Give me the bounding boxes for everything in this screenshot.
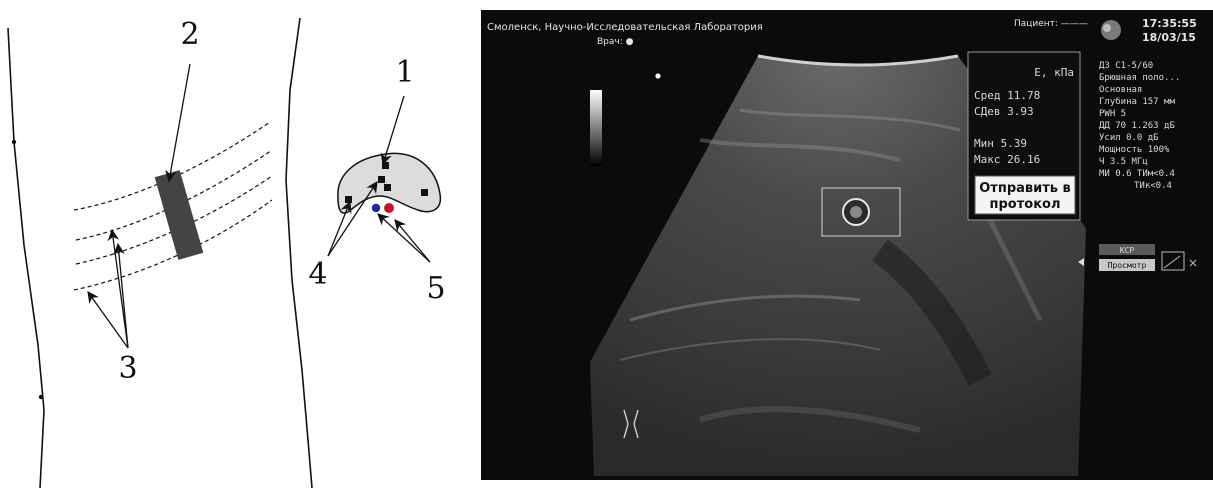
vessel-dot-red [384,203,394,213]
arrow-5b [395,220,430,262]
param-line: Мощность 100% [1099,145,1170,155]
label-4: 4 [308,257,327,292]
header-doctor: Врач: ● [597,37,634,47]
send-button-line-2: протокол [990,197,1061,212]
param-line: PWH 5 [1099,109,1126,119]
param-line: ДД 70 1.263 дБ [1099,121,1175,131]
label-2: 2 [180,17,199,52]
param-line: МИ 0.6 ТИм<0.4 [1099,169,1175,179]
schematic: 2 1 3 4 5 [8,17,446,488]
ksr-button[interactable]: КСР [1099,244,1155,255]
roi-point [384,184,391,191]
ksr-button-label: КСР [1120,246,1135,255]
param-line: Ч 3.5 МГц [1099,157,1148,167]
roi-point [421,189,428,196]
param-line: Основная [1099,85,1142,95]
measure-unit: E, кПа [1034,66,1074,79]
arrow-5a [378,214,430,262]
hospital-logo-icon [1101,20,1121,40]
roi-point [345,196,352,203]
marker-dot [655,73,660,78]
send-to-protocol-button[interactable]: Отправить в протокол [975,176,1075,214]
header-institution: Смоленск, Научно-Исследовательская Лабор… [487,22,763,33]
label-5: 5 [426,271,445,306]
param-line: Усил 0.0 дБ [1099,133,1159,143]
probe-block [155,170,204,260]
contour-dot-2 [39,395,43,399]
send-button-line-1: Отправить в [979,181,1071,196]
elastography-sample-center [850,206,862,218]
measure-mean: Сред 11.78 [974,89,1040,102]
measure-min: Мин 5.39 [974,137,1027,150]
param-line: Глубина 157 мм [1099,96,1175,107]
label-1: 1 [395,55,414,90]
review-button[interactable]: Просмотр [1099,259,1155,271]
contour-dot-1 [12,140,16,144]
header-patient: Пациент: ——— [1014,19,1088,29]
grayscale-bar [590,90,602,166]
param-line: ТИк<0.4 [1134,181,1172,191]
measure-sd: СДев 3.93 [974,105,1034,118]
roi-point [378,176,385,183]
measure-max: Макс 26.16 [974,153,1040,166]
arrow-2 [169,64,190,181]
param-line: Брюшная поло... [1099,73,1180,83]
arrow-3b [112,230,128,348]
header-date: 18/03/15 [1142,31,1196,44]
arrow-3c [118,244,128,348]
body-contour-right [286,18,312,488]
arrow-4b [328,202,350,256]
body-contour-left [8,28,44,488]
vessel-dot-blue [372,204,380,212]
param-line: ДЗ С1-5/60 [1099,61,1153,71]
review-button-label: Просмотр [1108,261,1147,270]
scan-parameters: ДЗ С1-5/60 Брюшная поло... Основная Глуб… [1099,61,1180,191]
ultrasound-panel: Смоленск, Научно-Исследовательская Лабор… [481,10,1213,480]
label-3: 3 [118,351,137,386]
header-time: 17:35:55 [1142,17,1197,30]
